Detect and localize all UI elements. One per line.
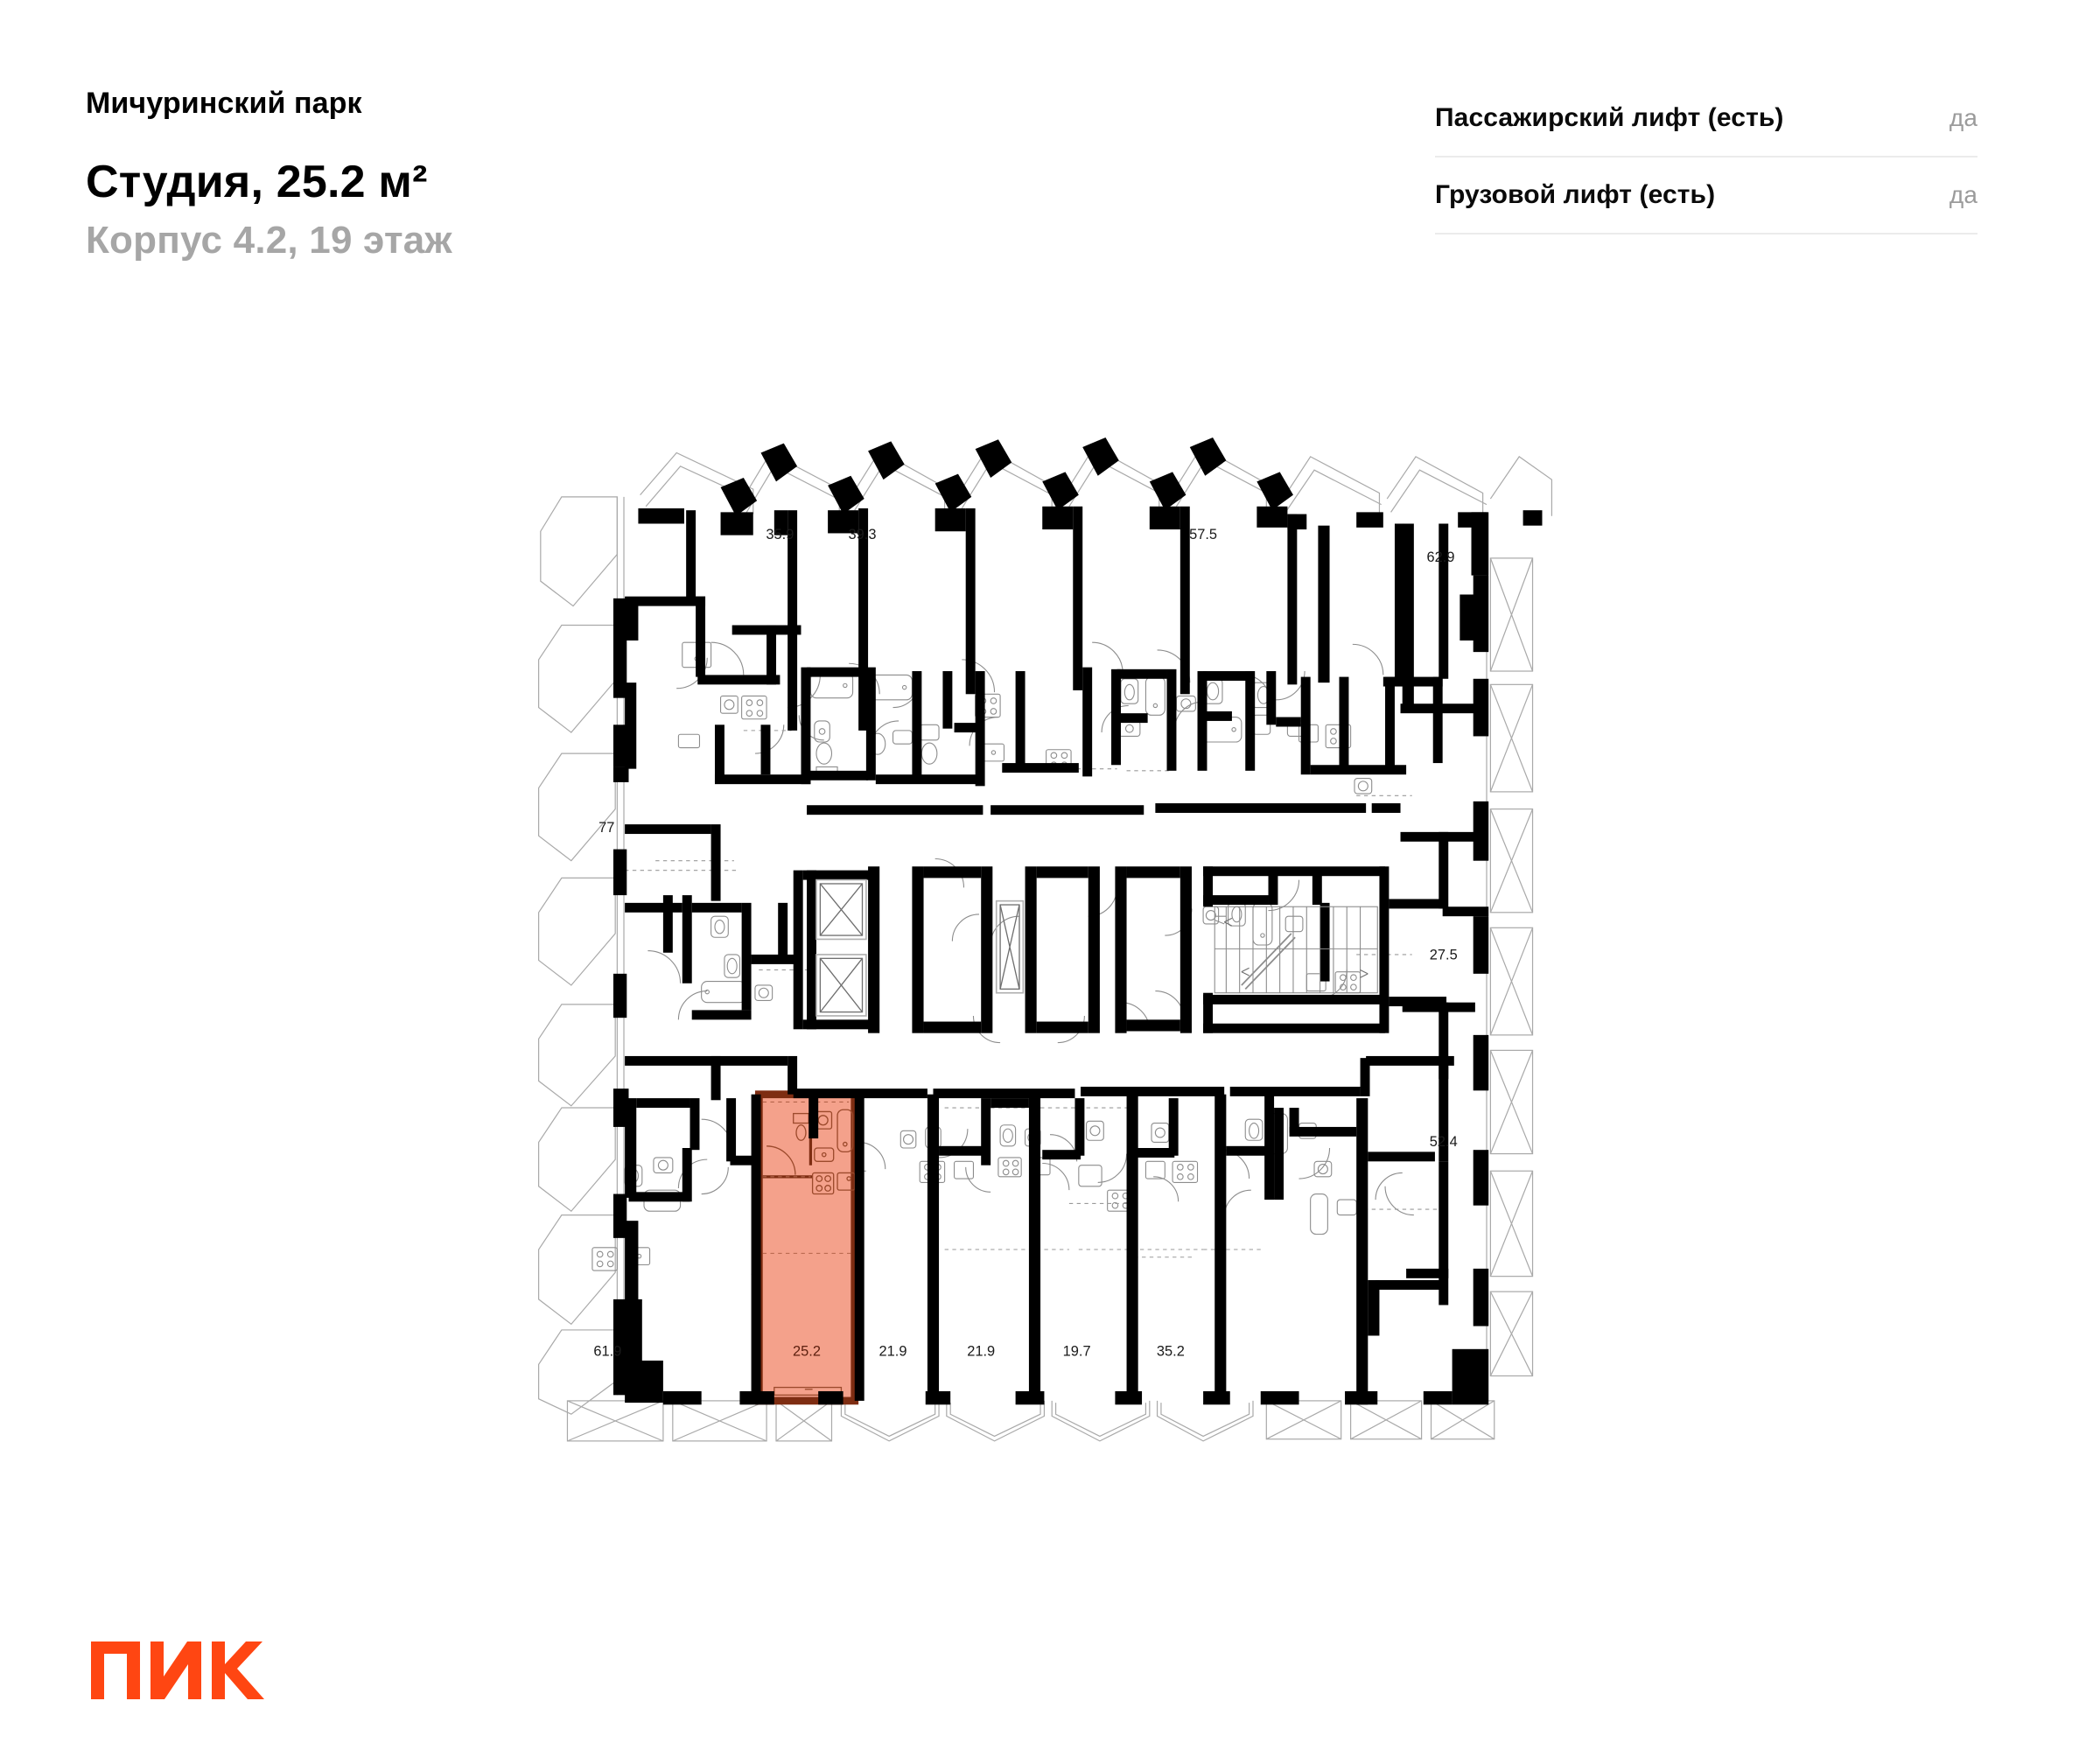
elevator-shaft [995, 900, 1025, 994]
pik-logo[interactable] [91, 1642, 266, 1699]
balcony-box-right [1489, 557, 1534, 1377]
fixtures-bath-rightmid [1202, 902, 1362, 994]
complex-name: Мичуринский парк [86, 87, 362, 120]
fixtures-bath-leftmid [701, 915, 774, 1004]
stairwell [1214, 906, 1378, 994]
area-label: 21.9 [879, 1343, 907, 1359]
area-label: 39.3 [849, 527, 877, 542]
elevator-cab-2 [816, 954, 867, 1017]
floorplan-container: 35.9 39.3 57.5 62.9 77 27.5 52.4 61.9 25… [0, 438, 2100, 1488]
walls [612, 438, 1543, 1405]
area-label-highlighted: 25.2 [793, 1343, 821, 1359]
area-label: 21.9 [967, 1343, 995, 1359]
area-label: 57.5 [1189, 527, 1217, 542]
spec-value: да [1949, 181, 1978, 208]
spec-label: Пассажирский лифт (есть) [1435, 103, 1784, 132]
elevator-cab-1 [816, 878, 867, 941]
spec-value: да [1949, 104, 1978, 131]
area-label: 52.4 [1430, 1134, 1458, 1150]
fixtures-bath-mid [869, 674, 940, 765]
spec-label: Грузовой лифт (есть) [1435, 180, 1716, 209]
area-label: 35.9 [766, 527, 794, 542]
balcony-box-bottom-left [566, 1400, 833, 1442]
fixtures-bath-right-top [1118, 676, 1306, 743]
balcony-box-bottom-right [1265, 1400, 1495, 1440]
area-labels: 35.9 39.3 57.5 62.9 77 27.5 52.4 61.9 25… [593, 527, 1457, 1359]
area-label: 61.9 [593, 1343, 621, 1359]
building-floor-subtitle: Корпус 4.2, 19 этаж [86, 218, 452, 262]
spec-row-passenger-lift: Пассажирский лифт (есть) да [1435, 93, 1978, 158]
floorplan-svg: 35.9 39.3 57.5 62.9 77 27.5 52.4 61.9 25… [538, 438, 1553, 1442]
highlighted-unit[interactable] [754, 1090, 859, 1405]
balcony-outlines [538, 446, 1553, 1442]
area-label: 35.2 [1157, 1343, 1185, 1359]
spec-row-freight-lift: Грузовой лифт (есть) да [1435, 158, 1978, 234]
pik-logo-icon [91, 1642, 264, 1699]
area-label: 27.5 [1430, 947, 1458, 962]
title-block: Мичуринский парк Студия, 25.2 м² Корпус … [86, 86, 452, 263]
specs-table: Пассажирский лифт (есть) да Грузовой лиф… [1435, 93, 1978, 234]
area-label: 19.7 [1063, 1343, 1091, 1359]
area-label: 62.9 [1427, 550, 1455, 565]
building-core [816, 878, 1378, 1017]
area-label: 77 [598, 820, 614, 836]
page-title: Студия, 25.2 м² [86, 156, 428, 207]
page-header: Мичуринский парк Студия, 25.2 м² Корпус … [0, 0, 2100, 263]
